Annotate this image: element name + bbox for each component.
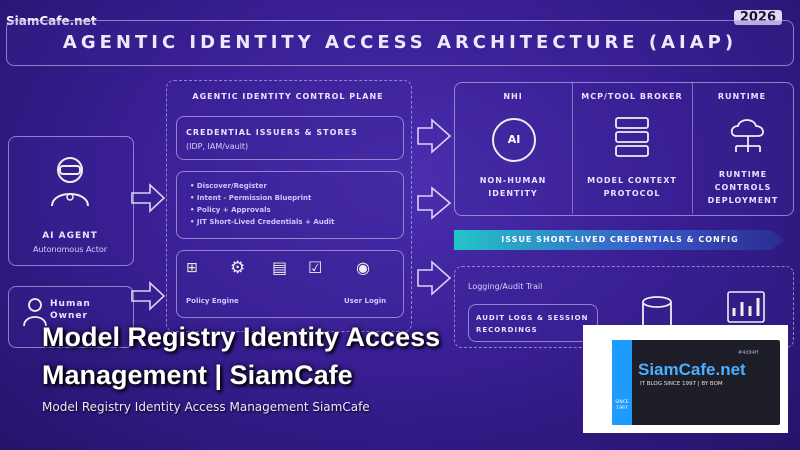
gear-icon: ⚙ <box>230 258 246 278</box>
overlay-title-line1: Model Registry Identity Access <box>42 322 441 352</box>
nhi-label: NON-HUMAN IDENTITY <box>479 176 547 198</box>
nhi-title: NHI <box>503 92 523 101</box>
bullet-4: • JIT Short-Lived Credentials + Audit <box>190 218 335 226</box>
logo-tag: #4d94ff <box>738 350 759 356</box>
bullet-3: • Policy + Approvals <box>190 206 271 214</box>
runtime-label: RUNTIME CONTROLS DEPLOYMENT <box>707 170 779 205</box>
human-owner-box <box>8 286 134 348</box>
credential-issuers-title: CREDENTIAL ISSUERS & STORES <box>186 128 358 137</box>
robot-icon <box>40 150 100 214</box>
divider <box>572 82 573 214</box>
user-login-icon: ◉ <box>356 258 370 277</box>
workflow-box <box>176 171 404 239</box>
runtime-title: RUNTIME <box>717 92 767 101</box>
title-frame <box>6 20 794 66</box>
bullet-1: • Discover/Register <box>190 182 267 190</box>
cloud-network-icon <box>728 114 768 162</box>
checklist-icon: ☑ <box>308 258 323 277</box>
document-icon: ▤ <box>272 258 288 277</box>
human-owner-title: Human Owner <box>50 299 91 321</box>
bullet-2: • Intent - Permission Blueprint <box>190 194 312 202</box>
analytics-chart-icon <box>726 290 766 328</box>
credential-issuers-box <box>176 116 404 160</box>
logging-title: Logging/Audit Trail <box>468 282 543 291</box>
logo-name: SiamCafe.net <box>638 360 746 379</box>
footer-banner: Model Registry Identity Access Managemen… <box>42 400 370 414</box>
audit-label: AUDIT LOGS & SESSION RECORDINGS <box>476 314 589 334</box>
overlay-title-line2: Management | SiamCafe <box>42 360 353 390</box>
logo-since: SINCE 1997 <box>615 400 629 411</box>
ai-agent-subtitle: Autonomous Actor <box>32 245 108 254</box>
issue-credentials-bar <box>454 230 784 250</box>
control-plane-frame <box>166 80 412 332</box>
issue-credentials-label: ISSUE SHORT-LIVED CREDENTIALS & CONFIG <box>501 235 739 244</box>
diagram-title: AGENTIC IDENTITY ACCESS ARCHITECTURE (AI… <box>62 32 738 53</box>
org-chart-icon: ⊞ <box>186 260 198 276</box>
ai-agent-title: AI AGENT <box>42 231 98 241</box>
policy-box <box>176 250 404 318</box>
audit-box <box>468 304 598 342</box>
person-icon <box>22 296 48 332</box>
user-login-label: User Login <box>344 297 387 305</box>
control-plane-title: AGENTIC IDENTITY CONTROL PLANE <box>192 92 384 101</box>
credential-issuers-sub: (IDP, IAM/vault) <box>186 142 249 151</box>
mcp-title: MCP/TOOL BROKER <box>581 92 683 101</box>
divider <box>692 82 693 214</box>
mcp-label: MODEL CONTEXT PROTOCOL <box>587 176 677 198</box>
year-badge: 2026 <box>733 10 782 25</box>
logo-inner-panel <box>612 340 780 425</box>
policy-engine-label: Policy Engine <box>186 297 239 305</box>
ai-chip-icon: AI <box>492 118 536 162</box>
logo-accent-bar <box>612 340 632 425</box>
server-rack-icon <box>612 116 652 162</box>
site-name: SiamCafe.net <box>6 14 97 28</box>
logo-tagline: IT BLOG SINCE 1997 | BY BOM <box>640 381 723 387</box>
